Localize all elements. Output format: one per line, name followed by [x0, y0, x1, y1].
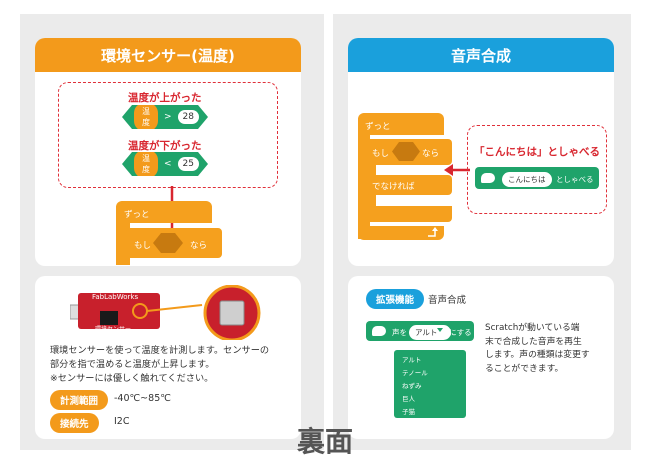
sensor-board-image — [70, 285, 261, 340]
description-line-1: 環境センサーを使って温度を計測します。センサーの — [50, 345, 270, 356]
rise-caption: 温度が上がった — [128, 92, 202, 104]
range-tag: 計測範囲 — [50, 390, 109, 410]
ext-desc-line-1: Scratchが動いている端 — [485, 323, 580, 333]
else-label-right: でなければ — [372, 182, 415, 192]
conditions-box — [58, 82, 278, 188]
forever-block-left[interactable] — [116, 201, 212, 223]
forever-block-right[interactable] — [358, 113, 444, 135]
extension-name: 音声合成 — [428, 295, 467, 306]
fall-operator: < — [164, 159, 172, 169]
arrow-left-icon — [444, 164, 470, 176]
voice-option-2[interactable]: テノール — [402, 369, 428, 377]
fall-threshold[interactable]: 25 — [178, 157, 199, 171]
voice-dropdown-value: アルト — [415, 328, 438, 337]
rise-condition-block[interactable]: 温度 > 28 — [122, 105, 208, 129]
connection-tag: 接続先 — [50, 413, 99, 433]
ext-desc-line-2: 末で合成した音声を再生 — [485, 336, 582, 347]
voice-options-menu — [394, 350, 466, 418]
voice-prefix: 声を — [392, 328, 407, 337]
description-line-3: ※センサーには優しく触れてください。 — [50, 373, 214, 384]
say-suffix: としゃべる — [556, 175, 594, 184]
voice-suffix: にする — [449, 328, 472, 337]
extension-tag: 拡張機能 — [366, 289, 425, 309]
forever-label-right: ずっと — [365, 122, 391, 132]
rise-sensor-pill: 温度 — [134, 103, 158, 131]
connection-value: I2C — [114, 416, 130, 427]
if-label-left: もし — [134, 241, 152, 251]
condition-slot-diamond-icon-right — [392, 142, 420, 161]
speech-bubble-icon — [481, 173, 495, 183]
extension-description: Scratchが動いている端 末で合成した音声を再生 します。声の種類は変更す … — [485, 322, 610, 376]
fall-sensor-pill: 温度 — [134, 150, 158, 178]
rise-threshold[interactable]: 28 — [178, 110, 199, 124]
voice-option-1[interactable]: アルト — [402, 356, 422, 364]
condition-slot-diamond-icon — [153, 233, 183, 253]
voice-option-3[interactable]: ねずみ — [402, 382, 422, 390]
sensor-description: 環境センサーを使って温度を計測します。センサーの 部分を指で温めると温度が上昇し… — [50, 344, 300, 386]
voice-option-4[interactable]: 巨人 — [402, 395, 415, 403]
say-caption: 「こんにちは」としゃべる — [474, 146, 600, 158]
board-label: FabLabWorks — [92, 293, 139, 301]
loop-arrow-icon — [428, 227, 438, 237]
ext-desc-line-4: ることができます。 — [485, 363, 564, 374]
rise-operator: > — [164, 112, 172, 122]
ext-desc-line-3: します。声の種類は変更す — [485, 350, 590, 360]
voice-dropdown[interactable]: アルト — [409, 325, 452, 340]
then-label-left: なら — [190, 241, 208, 251]
if-label-right: もし — [372, 149, 390, 159]
voice-option-5[interactable]: 子猫 — [402, 408, 415, 416]
then-label-right: なら — [422, 149, 440, 159]
say-box — [467, 125, 607, 214]
forever-end-right — [358, 226, 444, 240]
forever-label-left: ずっと — [124, 210, 150, 220]
fall-condition-block[interactable]: 温度 < 25 — [122, 152, 208, 176]
footer-label: 裏面 — [296, 425, 353, 458]
description-line-2: 部分を指で温めると温度が上昇します。 — [50, 359, 215, 370]
if-end-right — [366, 206, 452, 222]
voice-bubble-icon — [372, 326, 386, 336]
say-value-input[interactable]: こんにちは — [502, 172, 552, 187]
temperature-card-title: 環境センサー(温度) — [35, 38, 301, 72]
speech-card-title: 音声合成 — [348, 38, 614, 72]
fall-caption: 温度が下がった — [128, 140, 202, 152]
board-sublabel: 環境センサー — [95, 326, 132, 333]
else-block-right[interactable] — [366, 175, 452, 195]
chevron-down-icon — [437, 328, 443, 332]
range-value: -40℃~85℃ — [114, 393, 171, 404]
